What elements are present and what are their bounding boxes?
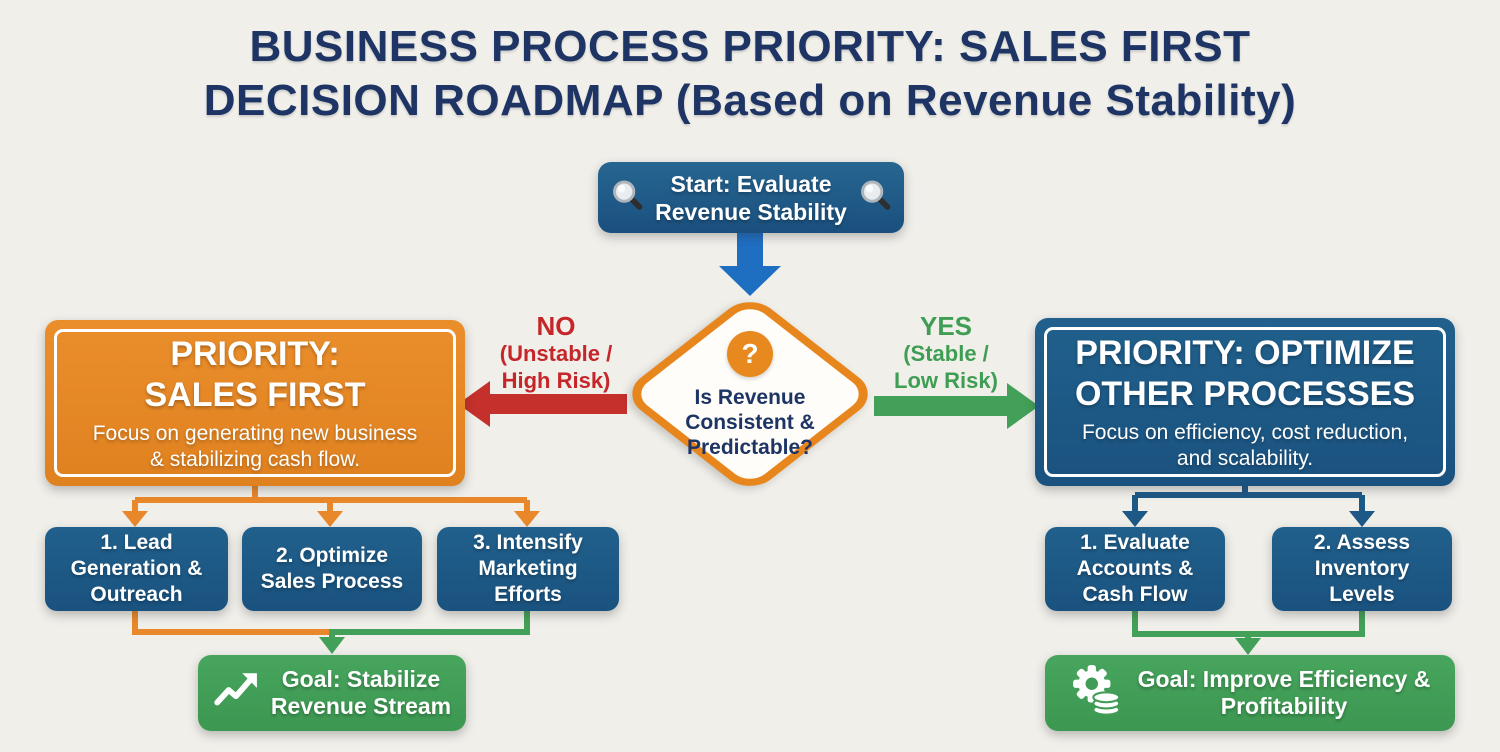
goal-stabilize-revenue-box: Goal: Stabilize Revenue Stream	[198, 655, 466, 731]
connector-right-goal-arrowhead	[1235, 638, 1261, 655]
yes-branch-label: YES (Stable / Low Risk)	[894, 311, 998, 393]
arrow-yes-branch	[874, 383, 1039, 429]
connector-left-converge-orange	[132, 610, 332, 635]
connector-left-goal-arrowhead	[319, 637, 345, 654]
priority-sales-first-desc: Focus on generating new business & stabi…	[92, 421, 418, 471]
connector-left-branch-arrowheads	[122, 511, 540, 527]
gear-coins-icon	[1070, 662, 1126, 724]
arrow-no-branch	[458, 381, 627, 427]
connector-right-branch-arrowheads	[1122, 511, 1375, 527]
connector-right-branch	[1132, 484, 1365, 513]
no-branch-label: NO (Unstable / High Risk)	[499, 311, 613, 393]
priority-optimize-others-desc: Focus on efficiency, cost reduction, and…	[1081, 420, 1409, 470]
step-optimize-sales-process: 2. Optimize Sales Process	[242, 527, 422, 611]
step-evaluate-accounts: 1. Evaluate Accounts & Cash Flow	[1045, 527, 1225, 611]
connector-left-branch	[132, 484, 530, 513]
step-intensify-marketing: 3. Intensify Marketing Efforts	[437, 527, 619, 611]
connector-left-converge-green	[329, 610, 530, 639]
goal-stabilize-revenue-label: Goal: Stabilize Revenue Stream	[270, 666, 452, 719]
start-node-label: Start: Evaluate Revenue Stability	[655, 170, 847, 225]
priority-sales-first-title: PRIORITY: SALES FIRST	[144, 334, 366, 414]
decision-question: Is Revenue Consistent & Predictable?	[685, 385, 815, 459]
priority-sales-first-box: PRIORITY: SALES FIRST Focus on generatin…	[45, 320, 465, 486]
goal-improve-efficiency-box: Goal: Improve Efficiency & Profitability	[1045, 655, 1455, 731]
step-lead-generation: 1. Lead Generation & Outreach	[45, 527, 228, 611]
page-title-line2: DECISION ROADMAP (Based on Revenue Stabi…	[203, 76, 1297, 125]
priority-optimize-others-title: PRIORITY: OPTIMIZE OTHER PROCESSES	[1074, 333, 1416, 413]
page-title-line1: BUSINESS PROCESS PRIORITY: SALES FIRST	[249, 22, 1251, 71]
connector-right-converge-green	[1132, 610, 1365, 640]
arrow-start-to-decision	[719, 230, 781, 296]
priority-optimize-others-box: PRIORITY: OPTIMIZE OTHER PROCESSES Focus…	[1035, 318, 1455, 486]
page-title: BUSINESS PROCESS PRIORITY: SALES FIRST D…	[0, 20, 1500, 128]
question-mark-icon: ?	[727, 330, 773, 377]
goal-improve-efficiency-label: Goal: Improve Efficiency & Profitability	[1137, 666, 1431, 719]
magnifier-icon	[610, 178, 644, 218]
start-node: Start: Evaluate Revenue Stability	[598, 162, 904, 233]
step-assess-inventory: 2. Assess Inventory Levels	[1272, 527, 1452, 611]
magnifier-icon	[858, 178, 892, 218]
trending-up-icon	[213, 671, 259, 715]
decision-node: ? Is Revenue Consistent & Predictable?	[619, 292, 881, 496]
